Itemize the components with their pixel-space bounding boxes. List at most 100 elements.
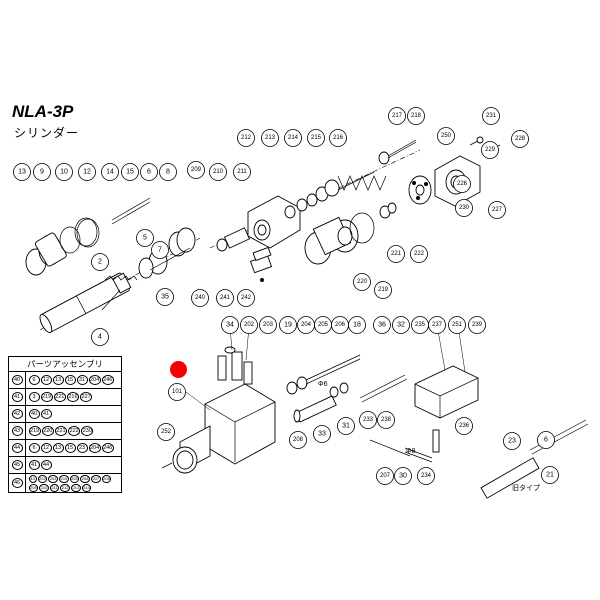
svg-text:207: 207 — [380, 473, 391, 479]
assembly-part: 220 — [41, 426, 54, 436]
svg-text:12: 12 — [83, 169, 91, 176]
svg-text:233: 233 — [363, 417, 374, 423]
svg-text:252: 252 — [161, 429, 172, 435]
svg-text:211: 211 — [237, 169, 247, 175]
callout-229: 229 — [481, 141, 499, 159]
callout-219: 219 — [374, 281, 392, 299]
callout-217: 217 — [388, 107, 406, 125]
svg-text:30: 30 — [399, 473, 407, 480]
main-body-group — [161, 324, 589, 499]
svg-text:219: 219 — [378, 287, 389, 293]
assembly-no: 41 — [11, 392, 23, 402]
callout-206: 206 — [331, 316, 349, 334]
svg-text:21: 21 — [546, 472, 554, 479]
callout-33: 33 — [313, 425, 331, 443]
svg-text:229: 229 — [485, 147, 496, 153]
svg-text:31: 31 — [342, 423, 350, 430]
svg-text:23: 23 — [508, 438, 516, 445]
svg-text:203: 203 — [263, 322, 274, 328]
callout-6: 6 — [537, 431, 555, 449]
callout-101: 101 — [168, 383, 186, 401]
assembly-part: 6 — [28, 375, 40, 385]
callout-2: 2 — [91, 253, 109, 271]
callout-209: 209 — [187, 161, 205, 179]
callout-208: 208 — [289, 431, 307, 449]
callout-211: 211 — [233, 163, 251, 181]
svg-text:214: 214 — [288, 135, 299, 141]
assembly-part: 43 — [28, 474, 37, 483]
callout-234: 234 — [417, 467, 435, 485]
svg-text:209: 209 — [191, 167, 202, 173]
svg-text:231: 231 — [486, 113, 497, 119]
svg-text:35: 35 — [161, 294, 169, 301]
callout-231: 231 — [482, 107, 500, 125]
svg-text:2: 2 — [98, 259, 102, 266]
assembly-part: 214 — [81, 483, 92, 492]
callout-36: 36 — [373, 316, 391, 334]
svg-text:221: 221 — [391, 251, 402, 257]
assembly-part: 3 — [28, 392, 40, 402]
assembly-part: 219 — [28, 426, 41, 436]
cylinder-group-left — [25, 197, 201, 333]
svg-text:36: 36 — [378, 322, 386, 329]
assembly-part: 212 — [60, 483, 70, 492]
callout-15: 15 — [121, 163, 139, 181]
assembly-part: 23 — [76, 443, 88, 453]
svg-text:222: 222 — [414, 251, 425, 257]
callout-23: 23 — [503, 432, 521, 450]
assembly-part: 203 — [48, 474, 58, 483]
assembly-no: 43 — [11, 426, 23, 436]
assembly-part: 207 — [90, 474, 101, 483]
svg-text:9: 9 — [40, 169, 44, 176]
assembly-part: 6 — [28, 443, 40, 453]
assembly-no: 46 — [11, 478, 23, 488]
svg-text:6: 6 — [147, 169, 151, 176]
assembly-part: 13 — [52, 375, 64, 385]
callout-241: 241 — [216, 289, 234, 307]
assembly-part: 219 — [40, 392, 53, 402]
callout-240: 240 — [191, 289, 209, 307]
svg-text:101: 101 — [172, 389, 183, 395]
svg-text:206: 206 — [335, 322, 346, 328]
svg-text:4: 4 — [98, 334, 102, 341]
callout-21: 21 — [541, 466, 559, 484]
svg-text:34: 34 — [226, 322, 234, 329]
svg-text:228: 228 — [515, 136, 526, 142]
callout-4: 4 — [91, 328, 109, 346]
callout-13: 13 — [13, 163, 31, 181]
svg-text:242: 242 — [241, 295, 252, 301]
svg-text:238: 238 — [381, 417, 392, 423]
svg-text:251: 251 — [452, 322, 463, 328]
callout-221: 221 — [387, 245, 405, 263]
assembly-part: 44 — [40, 460, 52, 470]
svg-text:241: 241 — [220, 295, 231, 301]
assembly-part: 41 — [40, 409, 52, 419]
callout-252: 252 — [157, 423, 175, 441]
assembly-part: 202 — [37, 474, 48, 483]
callout-214: 214 — [284, 129, 302, 147]
assembly-part: 31 — [76, 375, 88, 385]
assembly-part: 211 — [49, 483, 60, 492]
svg-text:250: 250 — [441, 133, 452, 139]
callout-237: 237 — [428, 316, 446, 334]
callout-212: 212 — [237, 129, 255, 147]
callout-238: 238 — [377, 411, 395, 429]
svg-text:202: 202 — [244, 322, 255, 328]
assembly-part: 230 — [81, 426, 94, 436]
assembly-part: 205 — [69, 474, 80, 483]
svg-text:220: 220 — [357, 279, 368, 285]
note-old-type: 旧タイプ — [512, 485, 540, 492]
callout-251: 251 — [448, 316, 466, 334]
callout-215: 215 — [307, 129, 325, 147]
assembly-part: 246 — [101, 375, 114, 385]
assembly-part: 213 — [70, 483, 81, 492]
svg-text:216: 216 — [333, 135, 344, 141]
callout-226: 226 — [453, 175, 471, 193]
callout-9: 9 — [33, 163, 51, 181]
assembly-part: 41 — [28, 460, 40, 470]
